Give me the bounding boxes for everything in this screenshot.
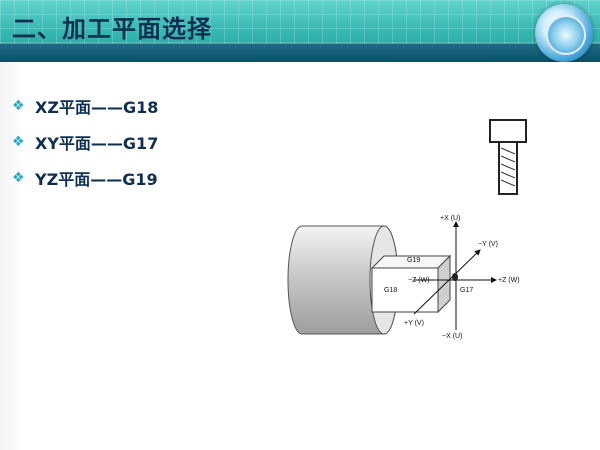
bullet-list: ❖ XZ平面——G18 ❖ XY平面——G17 ❖ YZ平面——G19: [12, 88, 158, 196]
tool-flutes: [500, 147, 516, 187]
diamond-cluster-icon: ❖: [12, 98, 25, 114]
label-plus-z: +Z (W): [498, 277, 520, 284]
axis-y: [413, 249, 481, 315]
logo-inner-ring: [546, 15, 586, 55]
plane-selection-diagram: +X (U) −X (U) −Y (V) +Y (V) +Z (W) −Z (W…: [287, 215, 520, 340]
label-g18: G18: [384, 287, 397, 294]
label-minus-y: −Y (V): [478, 241, 498, 248]
label-plus-y: +Y (V): [404, 320, 424, 327]
cutting-tool-figure: [489, 119, 527, 195]
slide-header: 二、加工平面选择: [0, 0, 600, 62]
label-plus-x: +X (U): [440, 215, 460, 222]
label-g19: G19: [407, 257, 420, 264]
label-minus-z: −Z (W): [408, 277, 430, 284]
bullet-item-xz: ❖ XZ平面——G18: [12, 88, 158, 124]
tool-holder: [489, 119, 527, 143]
bullet-item-xy: ❖ XY平面——G17: [12, 124, 158, 160]
slide-title: 二、加工平面选择: [12, 15, 212, 43]
bullet-text: XZ平面——G18: [35, 98, 159, 117]
bullet-text: XY平面——G17: [35, 134, 159, 153]
globe-logo-icon: [535, 4, 593, 62]
left-decor-strip: [0, 62, 24, 450]
bullet-text: YZ平面——G19: [35, 170, 158, 189]
diamond-cluster-icon: ❖: [12, 170, 25, 186]
bullet-item-yz: ❖ YZ平面——G19: [12, 160, 158, 196]
block-front-face: [371, 267, 439, 313]
label-g17: G17: [460, 287, 473, 294]
label-minus-x: −X (U): [442, 333, 462, 340]
origin-marker: [452, 273, 458, 281]
diamond-cluster-icon: ❖: [12, 134, 25, 150]
header-dark-band: [0, 44, 600, 62]
